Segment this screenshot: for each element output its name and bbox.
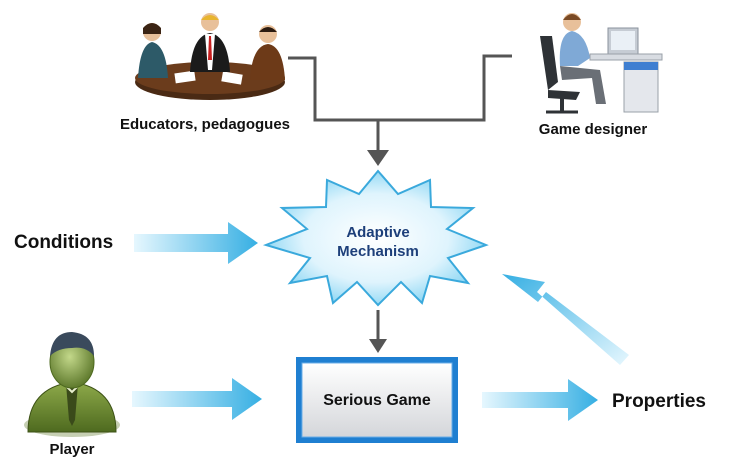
adaptive-mechanism-label-line2: Mechanism	[337, 243, 419, 260]
conditions-label: Conditions	[14, 232, 113, 253]
player-to-game-arrow	[132, 378, 262, 420]
adaptive-mechanism-starburst	[262, 169, 489, 307]
game-designer-illustration	[540, 13, 663, 114]
designer-connector-line	[378, 54, 512, 122]
player-label: Player	[49, 441, 94, 458]
game-to-properties-arrow	[482, 379, 598, 421]
conditions-arrow	[134, 222, 258, 264]
game-designer-label: Game designer	[539, 121, 648, 138]
properties-to-adaptive-arrow	[502, 274, 629, 365]
educators-connector-line	[288, 56, 380, 150]
serious-game-label: Serious Game	[323, 392, 431, 409]
educators-illustration	[135, 13, 285, 100]
connector-arrowhead-down	[367, 150, 389, 166]
adaptive-mechanism-label-line1: Adaptive	[346, 224, 409, 241]
properties-label: Properties	[612, 391, 706, 412]
adaptive-to-game-arrowhead	[369, 339, 387, 353]
educators-label: Educators, pedagogues	[120, 116, 290, 133]
player-icon	[24, 332, 120, 437]
